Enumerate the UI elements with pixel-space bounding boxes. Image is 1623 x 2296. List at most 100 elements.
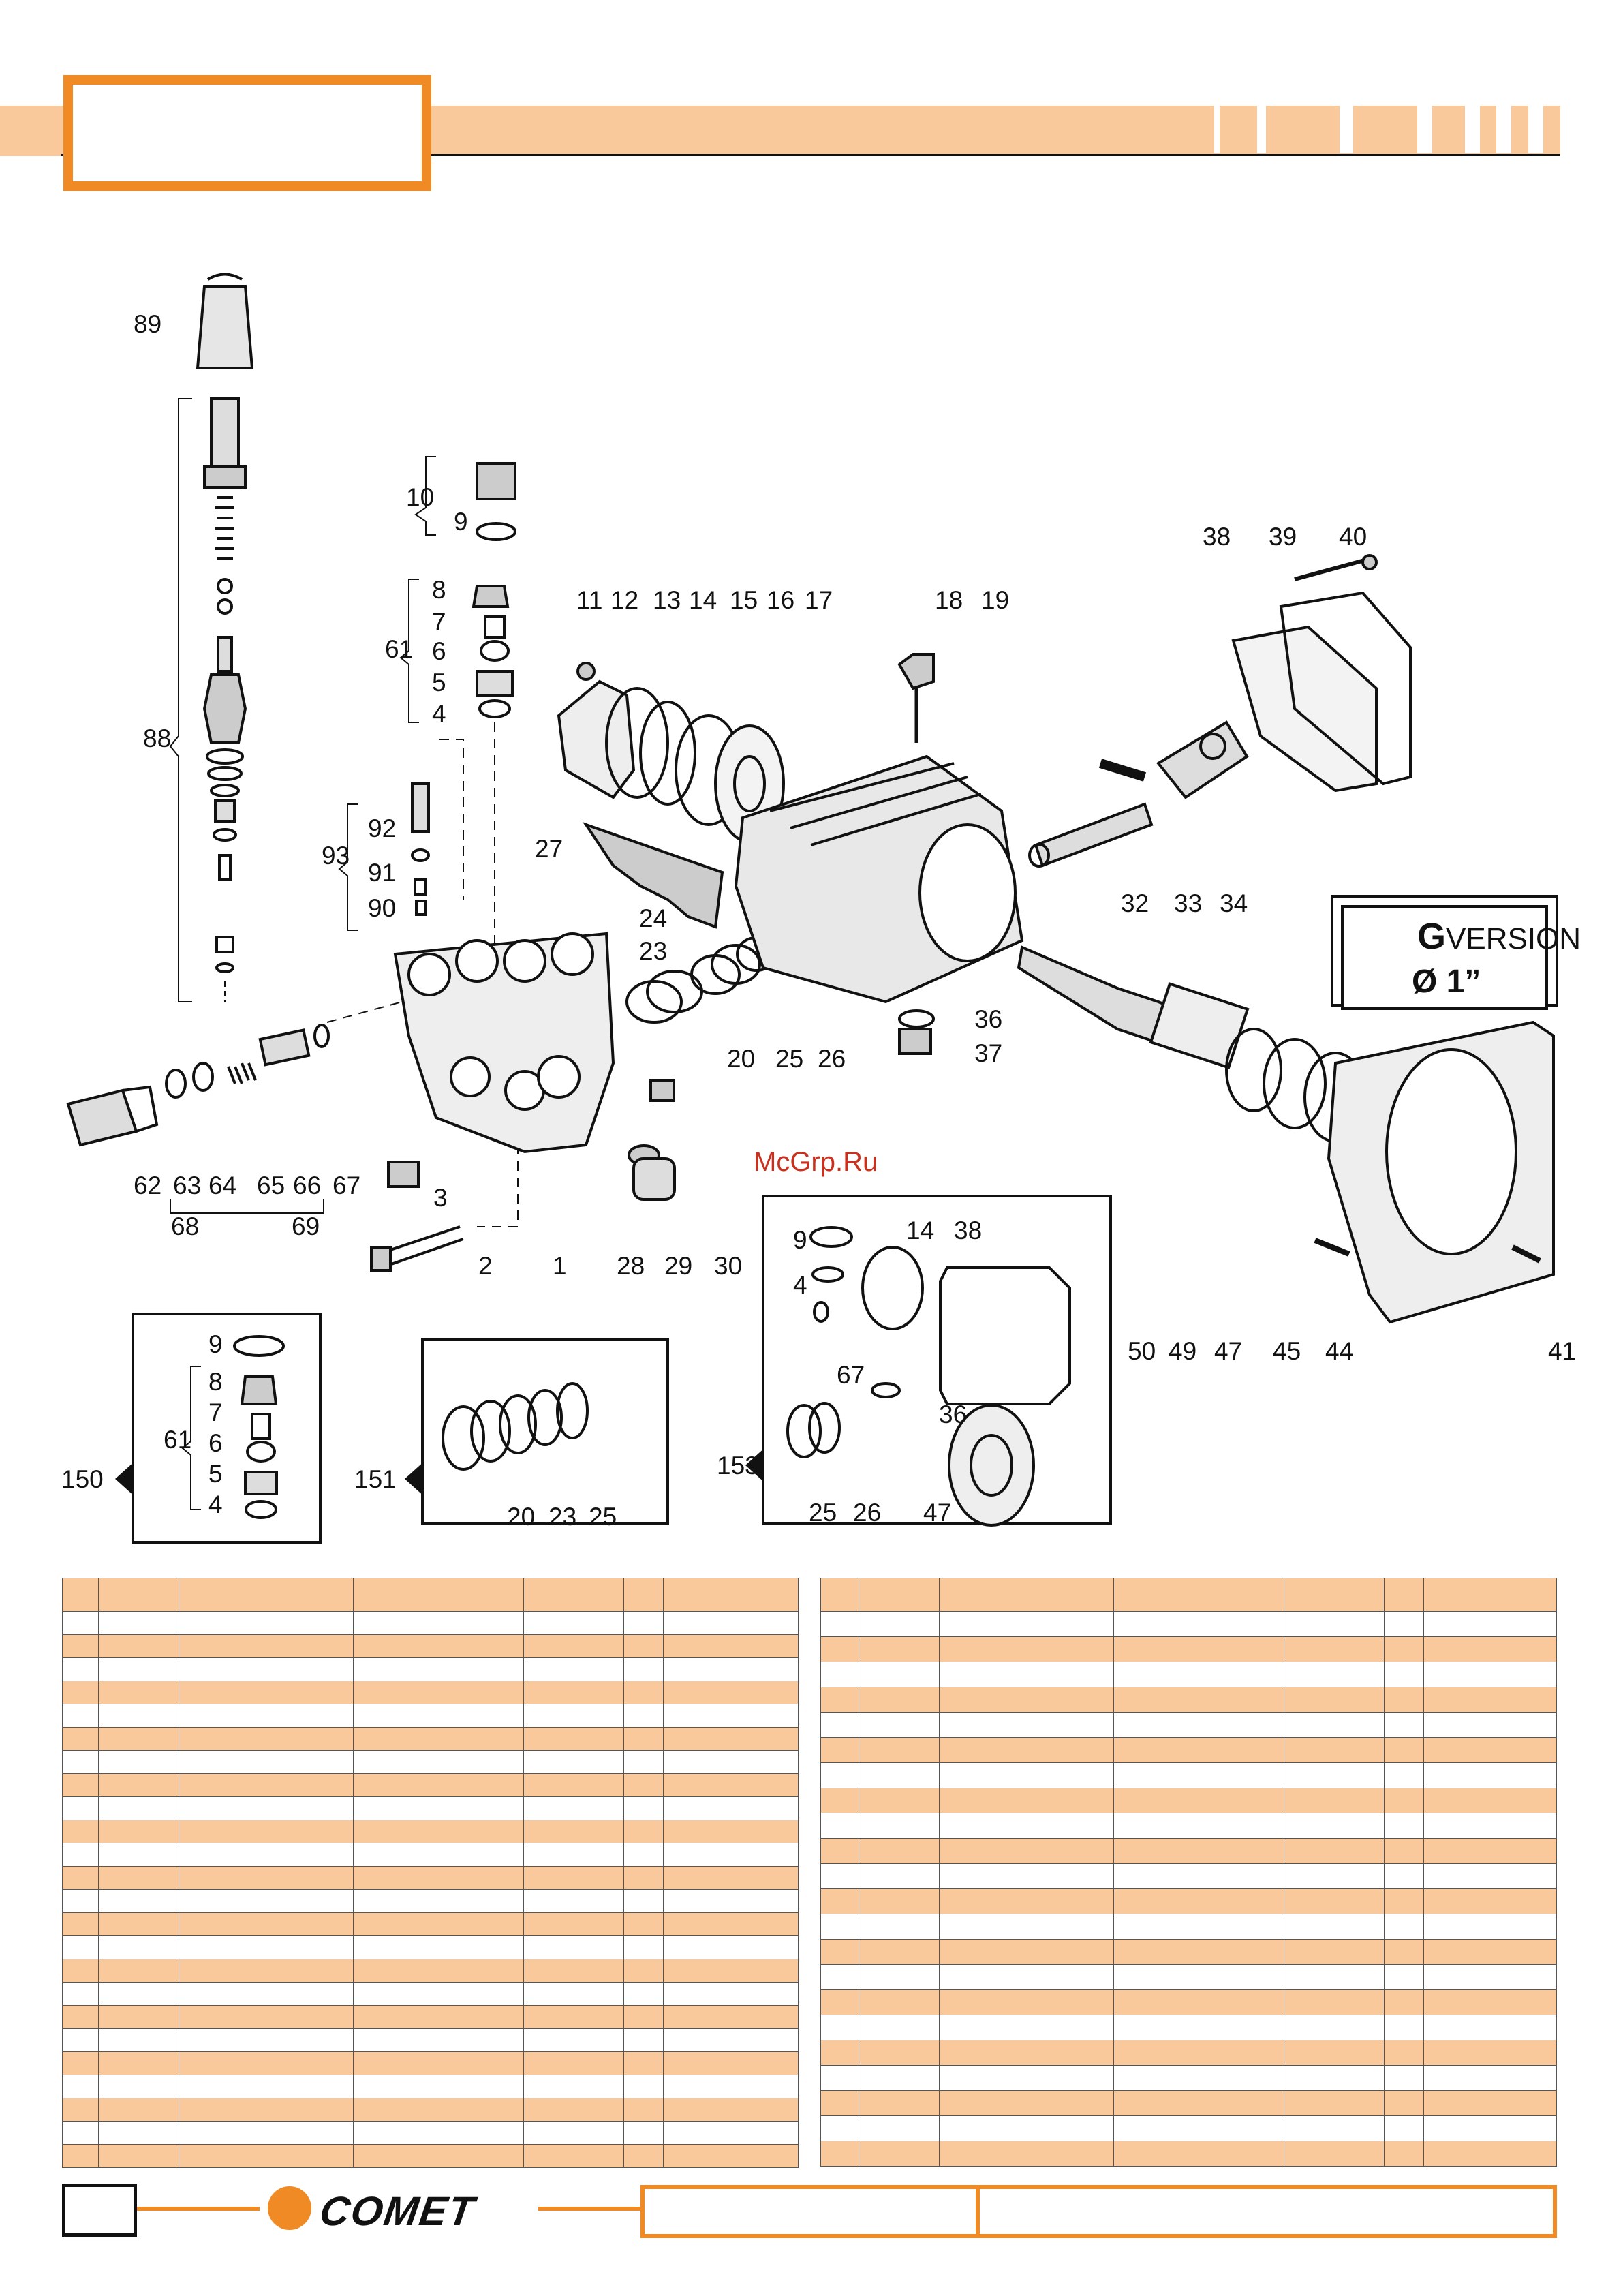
callout-label: 64 bbox=[208, 1172, 236, 1199]
table-row bbox=[62, 2098, 799, 2122]
callout-label: 26 bbox=[853, 1499, 881, 1527]
callout-label: 90 bbox=[368, 894, 396, 922]
table-row bbox=[62, 1773, 799, 1797]
header-gap bbox=[1465, 106, 1480, 153]
callout-label: 13 bbox=[653, 586, 681, 614]
callout-label: 93 bbox=[322, 842, 350, 870]
callout-label: 41 bbox=[1548, 1337, 1576, 1365]
callout-label: 40 bbox=[1339, 523, 1367, 551]
table-row bbox=[62, 1866, 799, 1890]
table-row bbox=[820, 1687, 1557, 1713]
callout-label: 20 bbox=[727, 1045, 755, 1073]
callout-label: 66 bbox=[293, 1172, 321, 1199]
table-row bbox=[820, 1737, 1557, 1763]
table-header-row bbox=[62, 1578, 799, 1612]
callout-label: 65 bbox=[257, 1172, 285, 1199]
callout-label: 8 bbox=[208, 1368, 223, 1396]
table-row bbox=[820, 1712, 1557, 1738]
table-row bbox=[62, 1796, 799, 1820]
table-row bbox=[62, 1727, 799, 1751]
callout-label: 9 bbox=[454, 508, 468, 536]
table-row bbox=[820, 1964, 1557, 1990]
watermark: McGrp.Ru bbox=[754, 1147, 878, 1177]
callout-label: 28 bbox=[617, 1252, 645, 1280]
callout-label: 29 bbox=[664, 1252, 692, 1280]
callout-label: 68 bbox=[171, 1212, 199, 1240]
footer-info-box bbox=[640, 2185, 1557, 2238]
header-gap bbox=[1496, 106, 1511, 153]
table-row bbox=[62, 2075, 799, 2098]
header-title-box bbox=[63, 75, 431, 191]
cap-89 bbox=[196, 285, 254, 369]
callout-label: 6 bbox=[432, 637, 446, 665]
callout-label: 7 bbox=[432, 608, 446, 636]
callout-label: 9 bbox=[208, 1330, 223, 1358]
callout-label: 89 bbox=[134, 310, 161, 338]
table-row bbox=[820, 1863, 1557, 1889]
table-row bbox=[820, 2115, 1557, 2141]
table-row bbox=[62, 2028, 799, 2052]
callout-label: 1 bbox=[553, 1252, 567, 1280]
callout-label: 47 bbox=[1214, 1337, 1242, 1365]
callout-label: 18 bbox=[935, 586, 963, 614]
header-gap bbox=[1340, 106, 1353, 153]
callout-label: 67 bbox=[333, 1172, 360, 1199]
table-row bbox=[62, 1657, 799, 1681]
callout-label: 4 bbox=[793, 1271, 807, 1299]
callout-label: 4 bbox=[208, 1490, 223, 1518]
callout-label: 61 bbox=[385, 635, 413, 663]
callout-label: 7 bbox=[208, 1398, 223, 1426]
callout-label: 33 bbox=[1174, 889, 1202, 917]
table-row bbox=[62, 2051, 799, 2075]
callout-label: 14 bbox=[906, 1216, 934, 1244]
callout-label: 27 bbox=[535, 835, 563, 863]
table-row bbox=[62, 1634, 799, 1658]
callout-label: 10 bbox=[406, 483, 434, 511]
table-row bbox=[62, 1959, 799, 1983]
header-gap bbox=[1528, 106, 1543, 153]
callout-label: 91 bbox=[368, 859, 396, 887]
callout-label: 150 bbox=[61, 1465, 104, 1493]
table-row bbox=[820, 2141, 1557, 2167]
callout-label: 17 bbox=[805, 586, 833, 614]
callout-label: 19 bbox=[981, 586, 1009, 614]
callout-label: 23 bbox=[548, 1503, 576, 1531]
table-row bbox=[62, 1681, 799, 1704]
callout-label: 62 bbox=[134, 1172, 161, 1199]
table-row bbox=[820, 1788, 1557, 1813]
callout-label: 26 bbox=[818, 1045, 846, 1073]
table-row bbox=[820, 1888, 1557, 1914]
callout-label: 11 bbox=[576, 586, 602, 614]
table-row bbox=[820, 2015, 1557, 2040]
callout-label: 16 bbox=[767, 586, 794, 614]
callout-label: 67 bbox=[837, 1361, 865, 1389]
callout-label: 153 bbox=[717, 1452, 759, 1480]
callout-label: 25 bbox=[589, 1503, 617, 1531]
callout-label: 12 bbox=[610, 586, 638, 614]
callout-label: 38 bbox=[1203, 523, 1231, 551]
table-row bbox=[820, 1813, 1557, 1839]
table-row bbox=[820, 1939, 1557, 1965]
table-row bbox=[62, 1935, 799, 1959]
footer-rule bbox=[137, 2207, 260, 2211]
callout-label: 24 bbox=[639, 904, 667, 932]
parts-table-right bbox=[820, 1578, 1557, 2167]
callout-label: 151 bbox=[354, 1465, 397, 1493]
header-gap bbox=[1257, 106, 1266, 153]
header-gap bbox=[1214, 106, 1220, 153]
table-row bbox=[820, 2065, 1557, 2091]
table-row bbox=[820, 1762, 1557, 1788]
callout-label: 36 bbox=[974, 1005, 1002, 1033]
table-row bbox=[62, 2005, 799, 2029]
table-row bbox=[820, 1838, 1557, 1864]
callout-label: 38 bbox=[954, 1216, 982, 1244]
table-row bbox=[820, 2090, 1557, 2116]
table-row bbox=[820, 1662, 1557, 1687]
callout-label: 30 bbox=[714, 1252, 742, 1280]
table-row bbox=[820, 1636, 1557, 1662]
table-row bbox=[62, 1912, 799, 1936]
callout-label: 4 bbox=[432, 700, 446, 728]
callout-label: 3 bbox=[433, 1184, 448, 1212]
